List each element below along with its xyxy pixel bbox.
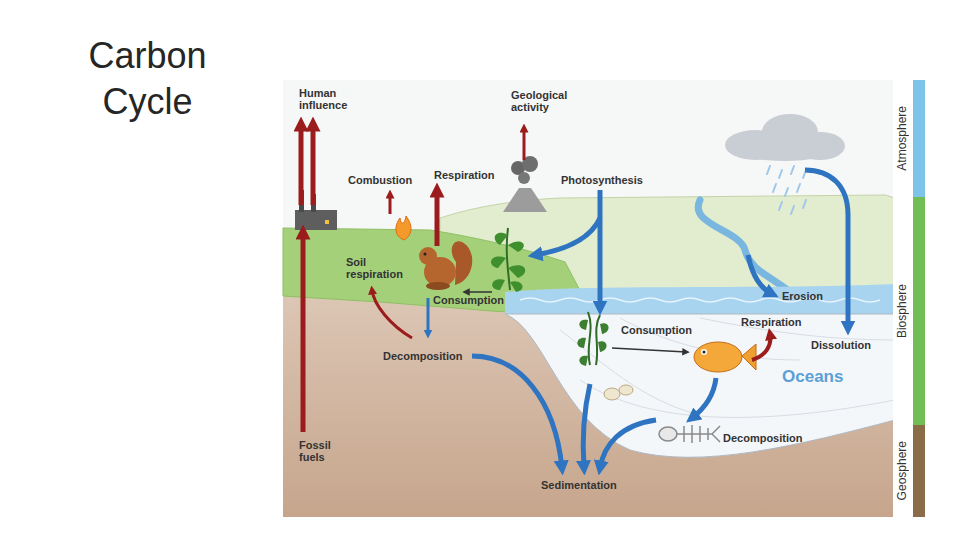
fossil-fuel-arrow — [301, 232, 306, 432]
fish-skeleton — [659, 425, 720, 443]
process-label: Oceans — [782, 367, 843, 386]
sphere-band: Atmosphere — [893, 80, 925, 197]
plant-leaves — [491, 233, 525, 292]
band-label: Atmosphere — [895, 106, 909, 171]
fire — [396, 216, 411, 240]
squirrel — [419, 241, 472, 290]
squirrel-tail — [452, 241, 473, 285]
sea-surface — [505, 284, 895, 314]
human-influence-arrow — [311, 124, 316, 205]
red-flux-arrows — [301, 124, 770, 432]
volcano — [503, 156, 547, 212]
seaweed-leaves — [577, 320, 608, 366]
process-label: Dissolution — [811, 339, 871, 351]
shell — [604, 388, 620, 400]
process-label: Respiration — [741, 316, 802, 328]
combustion-arrow — [389, 194, 392, 214]
process-label: Consumption — [621, 324, 692, 336]
squirrel-head — [419, 247, 437, 265]
process-label: Decomposition — [383, 350, 462, 362]
fish-body — [694, 342, 742, 372]
consumption-arrow — [612, 348, 686, 352]
waves — [520, 298, 880, 302]
smoke — [518, 172, 530, 184]
fish — [694, 342, 756, 372]
bones — [676, 425, 720, 443]
process-label: Human influence — [299, 87, 351, 111]
sphere-band: Biosphere — [893, 197, 925, 425]
river — [698, 200, 790, 292]
shell — [619, 385, 633, 395]
cloud — [725, 114, 845, 161]
process-label: Sedimentation — [541, 479, 617, 491]
process-label: Geological activity — [511, 89, 577, 113]
volcano-cone — [503, 188, 547, 212]
squirrel-eye — [424, 253, 427, 256]
seaweed — [577, 312, 608, 366]
respiration-arrow — [435, 190, 440, 246]
window — [325, 220, 329, 224]
factory-building — [295, 210, 337, 230]
cloud-puff — [740, 143, 830, 161]
soil-background — [283, 80, 895, 517]
decay-arrow — [692, 378, 716, 418]
soil-respiration-arrow — [372, 290, 412, 338]
sedimentation-arrow — [583, 384, 590, 468]
shells — [604, 385, 633, 400]
rain — [767, 166, 806, 214]
ocean-contours — [560, 318, 895, 417]
process-label: Soil respiration — [346, 256, 412, 280]
dissolution-arrow — [805, 170, 848, 328]
sphere-band: Geosphere — [893, 425, 925, 517]
human-influence-arrow — [299, 124, 304, 205]
decomposition-arrow — [427, 298, 430, 334]
geological-arrow — [523, 128, 526, 160]
fish-tail — [742, 344, 756, 370]
sedimentation-arrow — [472, 356, 562, 468]
process-label: Respiration — [434, 169, 495, 181]
consumption-arrow — [466, 291, 492, 293]
ocean-respiration-arrow — [752, 334, 770, 360]
squirrel-feet — [426, 282, 450, 290]
land-plant — [491, 228, 525, 292]
erosion-arrow — [748, 255, 772, 294]
process-label: Combustion — [348, 174, 412, 186]
ocean-basin — [505, 314, 895, 457]
fish-pupil — [703, 351, 706, 354]
process-label: Consumption — [433, 294, 504, 306]
blue-flux-arrows — [428, 170, 848, 468]
sedimentation-arrow — [600, 420, 656, 468]
band-label: Geosphere — [895, 441, 909, 500]
process-label: Erosion — [782, 290, 823, 302]
process-label: Fossil fuels — [299, 439, 339, 463]
skull — [659, 427, 677, 441]
slide-title: Carbon Cycle — [60, 33, 235, 125]
photosynthesis-arrow — [535, 218, 600, 255]
process-label: Photosynthesis — [561, 174, 643, 186]
process-label: Decomposition — [723, 432, 802, 444]
plant-stem — [507, 228, 510, 290]
photosynthesis-arrow — [598, 190, 603, 308]
seaweed-stem — [588, 312, 600, 365]
fish-eye — [701, 349, 707, 355]
band-label: Biosphere — [895, 284, 909, 338]
